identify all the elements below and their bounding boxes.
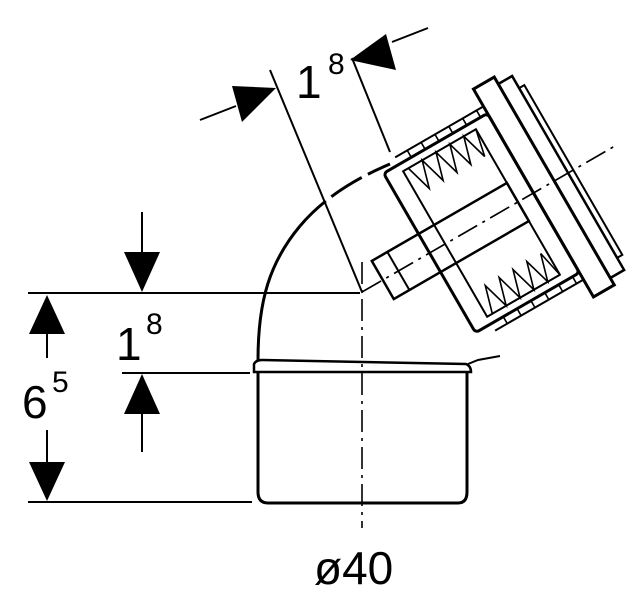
label-diameter: ø40 — [314, 542, 393, 594]
socket-depth-dimension — [124, 212, 160, 452]
arrow-up-icon — [124, 374, 160, 414]
horizontal-extension-lines — [28, 292, 360, 503]
arrow-down-icon — [29, 462, 65, 501]
vertical-pipe — [252, 358, 473, 505]
total-height-dimension — [29, 295, 65, 501]
arrow-up-icon — [29, 295, 65, 334]
label-total-height: 6 5 — [22, 366, 69, 428]
angled-socket — [361, 74, 626, 333]
svg-text:8: 8 — [146, 308, 163, 341]
socket-ribs-bottom — [483, 252, 584, 332]
arrow-down-icon — [124, 252, 160, 292]
svg-text:1: 1 — [296, 56, 322, 108]
svg-text:6: 6 — [22, 376, 48, 428]
svg-text:ø40: ø40 — [314, 542, 393, 594]
socket-ribs-top — [394, 105, 486, 192]
svg-text:5: 5 — [52, 366, 69, 399]
bend-outline — [256, 162, 501, 365]
label-top-offset: 1 8 — [296, 48, 345, 108]
arrow-left-icon — [350, 34, 396, 70]
label-socket-depth: 1 8 — [116, 308, 163, 370]
angled-offset-dimension — [199, 27, 429, 293]
svg-text:1: 1 — [116, 318, 142, 370]
svg-text:8: 8 — [328, 48, 345, 81]
arrow-right-icon — [232, 86, 276, 122]
